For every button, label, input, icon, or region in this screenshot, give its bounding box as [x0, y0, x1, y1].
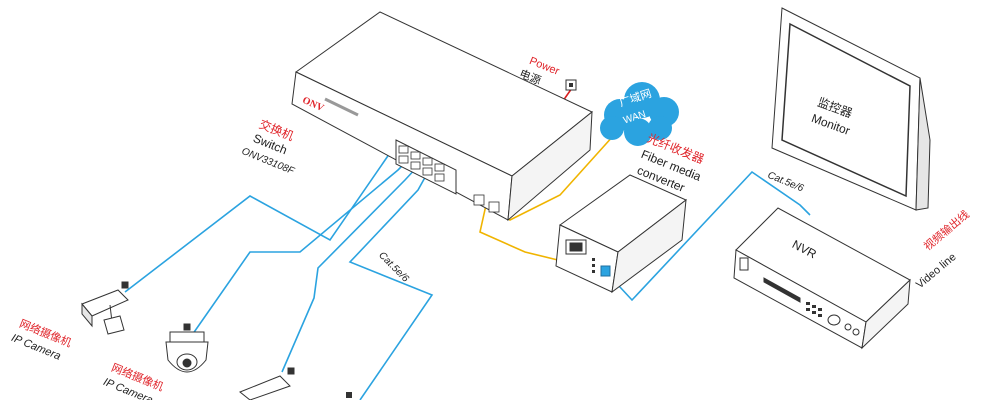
- dome-camera-icon: [165, 323, 209, 373]
- power-socket-icon: [565, 79, 577, 91]
- monitor-device: [771, 7, 931, 211]
- cable-camera-4: [348, 171, 434, 400]
- switch-device: [291, 11, 593, 222]
- switch-ports: [398, 145, 445, 182]
- cable-camera-1: [124, 148, 401, 293]
- bullet-camera-icon: [239, 367, 295, 400]
- camera-connector-icon: [346, 392, 352, 398]
- cable-converter-nvr: [605, 170, 811, 302]
- fiber-switch-converter: [479, 204, 567, 263]
- cable-camera-2: [189, 159, 409, 339]
- wan-cloud-icon: [600, 82, 679, 146]
- nvr-device: [733, 207, 911, 350]
- cable-camera-3: [281, 165, 419, 373]
- bullet-camera-icon: [81, 281, 129, 335]
- switch-sfp-ports: [473, 194, 500, 213]
- fiber-converter-device: [555, 174, 687, 294]
- switch-side: [507, 110, 593, 222]
